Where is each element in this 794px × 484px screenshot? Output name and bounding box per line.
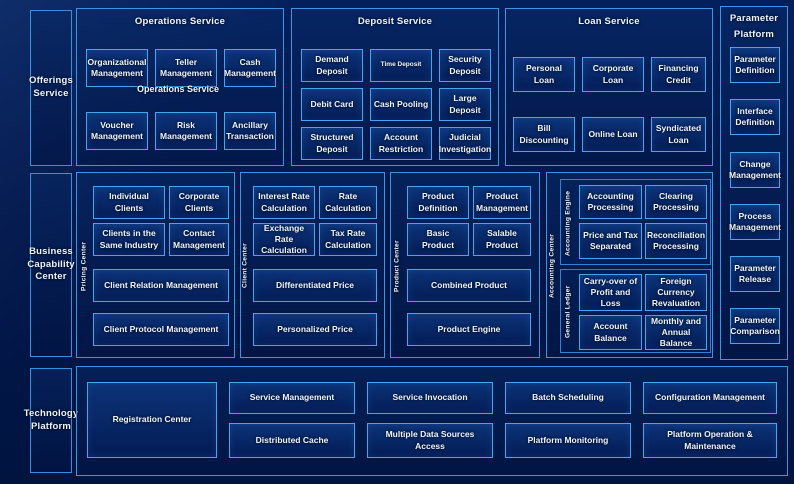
cell-multiple-data-sources-access[interactable]: Multiple Data Sources Access (367, 423, 493, 458)
vlabel-accounting-engine: Accounting Engine (564, 190, 572, 256)
cell-demand-deposit[interactable]: Demand Deposit (301, 49, 363, 82)
cell-exchange-rate-calculation[interactable]: Exchange Rate Calculation (253, 223, 315, 256)
cell-corporate-clients[interactable]: Corporate Clients (169, 186, 229, 219)
group-title-parameter-platform-line2: Platform (733, 29, 775, 40)
cell-process-management[interactable]: Process Management (729, 204, 781, 240)
group-parameter-platform: Parameter Platform Parameter Definition … (720, 6, 788, 360)
band-label-business-capability-center-text: Business Capability Center (27, 245, 75, 283)
cell-registration-center[interactable]: Registration Center (87, 382, 217, 458)
cell-rate-calculation[interactable]: Rate Calculation (319, 186, 377, 219)
cell-interest-rate-calculation[interactable]: Interest Rate Calculation (253, 186, 315, 219)
cell-parameter-definition[interactable]: Parameter Definition (730, 47, 780, 83)
cell-service-management[interactable]: Service Management (229, 382, 355, 414)
cell-platform-monitoring[interactable]: Platform Monitoring (505, 423, 631, 458)
cell-salable-product[interactable]: Salable Product (473, 223, 531, 256)
cell-personal-loan[interactable]: Personal Loan (513, 57, 575, 92)
cell-account-restriction[interactable]: Account Restriction (370, 127, 432, 160)
group-operations-service: Operations Service Organizational Manage… (76, 8, 284, 166)
subgroup-accounting-engine: Accounting Engine Accounting Processing … (560, 179, 711, 265)
group-product-center: Product Center Product Definition Produc… (390, 172, 540, 358)
cell-ancillary-transaction[interactable]: Ancillary Transaction (224, 112, 276, 150)
cell-basic-product[interactable]: Basic Product (407, 223, 469, 256)
group-accounting-center: Accounting Center Accounting Engine Acco… (546, 172, 713, 358)
cell-parameter-comparison[interactable]: Parameter Comparison (730, 308, 780, 344)
cell-differentiated-price[interactable]: Differentiated Price (253, 269, 377, 302)
cell-large-deposit[interactable]: Large Deposit (439, 88, 491, 121)
group-loan-service: Loan Service Personal Loan Corporate Loa… (505, 8, 713, 166)
cell-combined-product[interactable]: Combined Product (407, 269, 531, 302)
group-title-deposit-service: Deposit Service (357, 16, 433, 27)
cell-configuration-management[interactable]: Configuration Management (643, 382, 777, 414)
band-label-business-capability-center: Business Capability Center (27, 173, 75, 357)
cell-monthly-and-annual-balance[interactable]: Monthly and Annual Balance (645, 315, 707, 350)
cell-tax-rate-calculation[interactable]: Tax Rate Calculation (319, 223, 377, 256)
vlabel-general-ledger: General Ledger (564, 285, 572, 339)
cell-organizational-management[interactable]: Organizational Management (86, 49, 148, 87)
cell-individual-clients[interactable]: Individual Clients (93, 186, 165, 219)
cell-client-relation-management[interactable]: Client Relation Management (93, 269, 229, 302)
cell-structured-deposit[interactable]: Structured Deposit (301, 127, 363, 160)
cell-debit-card[interactable]: Debit Card (301, 88, 363, 121)
cell-parameter-release[interactable]: Parameter Release (730, 256, 780, 292)
cell-cash-management[interactable]: Cash Management (224, 49, 276, 87)
group-pricing-center: Pricing Center Individual Clients Corpor… (76, 172, 235, 358)
cell-carry-over-of-profit-and-loss[interactable]: Carry-over of Profit and Loss (579, 274, 642, 311)
cell-syndicated-loan[interactable]: Syndicated Loan (651, 117, 706, 152)
overlay-title-operations-service: Operations Service (137, 84, 220, 94)
group-technology-platform: Registration Center Service Management S… (76, 366, 788, 476)
cell-platform-operation-maintenance[interactable]: Platform Operation & Maintenance (643, 423, 777, 458)
vlabel-client-center: Client Center (241, 243, 249, 289)
cell-service-invocation[interactable]: Service Invocation (367, 382, 493, 414)
group-title-operations-service: Operations Service (134, 16, 226, 27)
vlabel-accounting-center: Accounting Center (548, 233, 556, 299)
band-label-technology-platform-text: Technology Platform (23, 407, 79, 432)
cell-corporate-loan[interactable]: Corporate Loan (582, 57, 644, 92)
cell-client-protocol-management[interactable]: Client Protocol Management (93, 313, 229, 346)
cell-online-loan[interactable]: Online Loan (582, 117, 644, 152)
cell-security-deposit[interactable]: Security Deposit (439, 49, 491, 82)
cell-bill-discounting[interactable]: Bill Discounting (513, 117, 575, 152)
group-client-center: Client Center Interest Rate Calculation … (240, 172, 385, 358)
cell-account-balance[interactable]: Account Balance (579, 315, 642, 350)
cell-clearing-processing[interactable]: Clearing Processing (645, 185, 707, 219)
cell-foreign-currency-revaluation[interactable]: Foreign Currency Revaluation (645, 274, 707, 311)
cell-price-and-tax-separated[interactable]: Price and Tax Separated (579, 223, 642, 259)
cell-product-management[interactable]: Product Management (473, 186, 531, 219)
vlabel-product-center: Product Center (393, 240, 401, 292)
cell-distributed-cache[interactable]: Distributed Cache (229, 423, 355, 458)
cell-product-definition[interactable]: Product Definition (407, 186, 469, 219)
cell-financing-credit[interactable]: Financing Credit (651, 57, 706, 92)
group-title-parameter-platform-line1: Parameter (729, 13, 779, 24)
group-deposit-service: Deposit Service Demand Deposit Time Depo… (291, 8, 499, 166)
group-title-loan-service: Loan Service (578, 16, 640, 27)
band-label-technology-platform: Technology Platform (24, 368, 78, 473)
vlabel-pricing-center: Pricing Center (80, 241, 88, 291)
cell-risk-management[interactable]: Risk Management (155, 112, 217, 150)
cell-personalized-price[interactable]: Personalized Price (253, 313, 377, 346)
cell-change-management[interactable]: Change Management (729, 152, 781, 188)
cell-clients-in-the-same-industry[interactable]: Clients in the Same Industry (93, 223, 165, 256)
cell-cash-pooling[interactable]: Cash Pooling (370, 88, 432, 121)
band-label-offerings-service: Offerings Service (28, 10, 74, 166)
cell-teller-management[interactable]: Teller Management (155, 49, 217, 87)
cell-reconciliation-processing[interactable]: Reconciliation Processing (645, 223, 707, 259)
cell-voucher-management[interactable]: Voucher Management (86, 112, 148, 150)
band-label-offerings-service-text: Offerings Service (28, 75, 74, 99)
cell-judicial-investigation[interactable]: Judicial Investigation (439, 127, 491, 160)
cell-product-engine[interactable]: Product Engine (407, 313, 531, 346)
cell-batch-scheduling[interactable]: Batch Scheduling (505, 382, 631, 414)
subgroup-general-ledger: General Ledger Carry-over of Profit and … (560, 269, 711, 353)
cell-accounting-processing[interactable]: Accounting Processing (579, 185, 642, 219)
cell-contact-management[interactable]: Contact Management (169, 223, 229, 256)
cell-interface-definition[interactable]: Interface Definition (730, 99, 780, 135)
cell-time-deposit[interactable]: Time Deposit (370, 49, 432, 82)
